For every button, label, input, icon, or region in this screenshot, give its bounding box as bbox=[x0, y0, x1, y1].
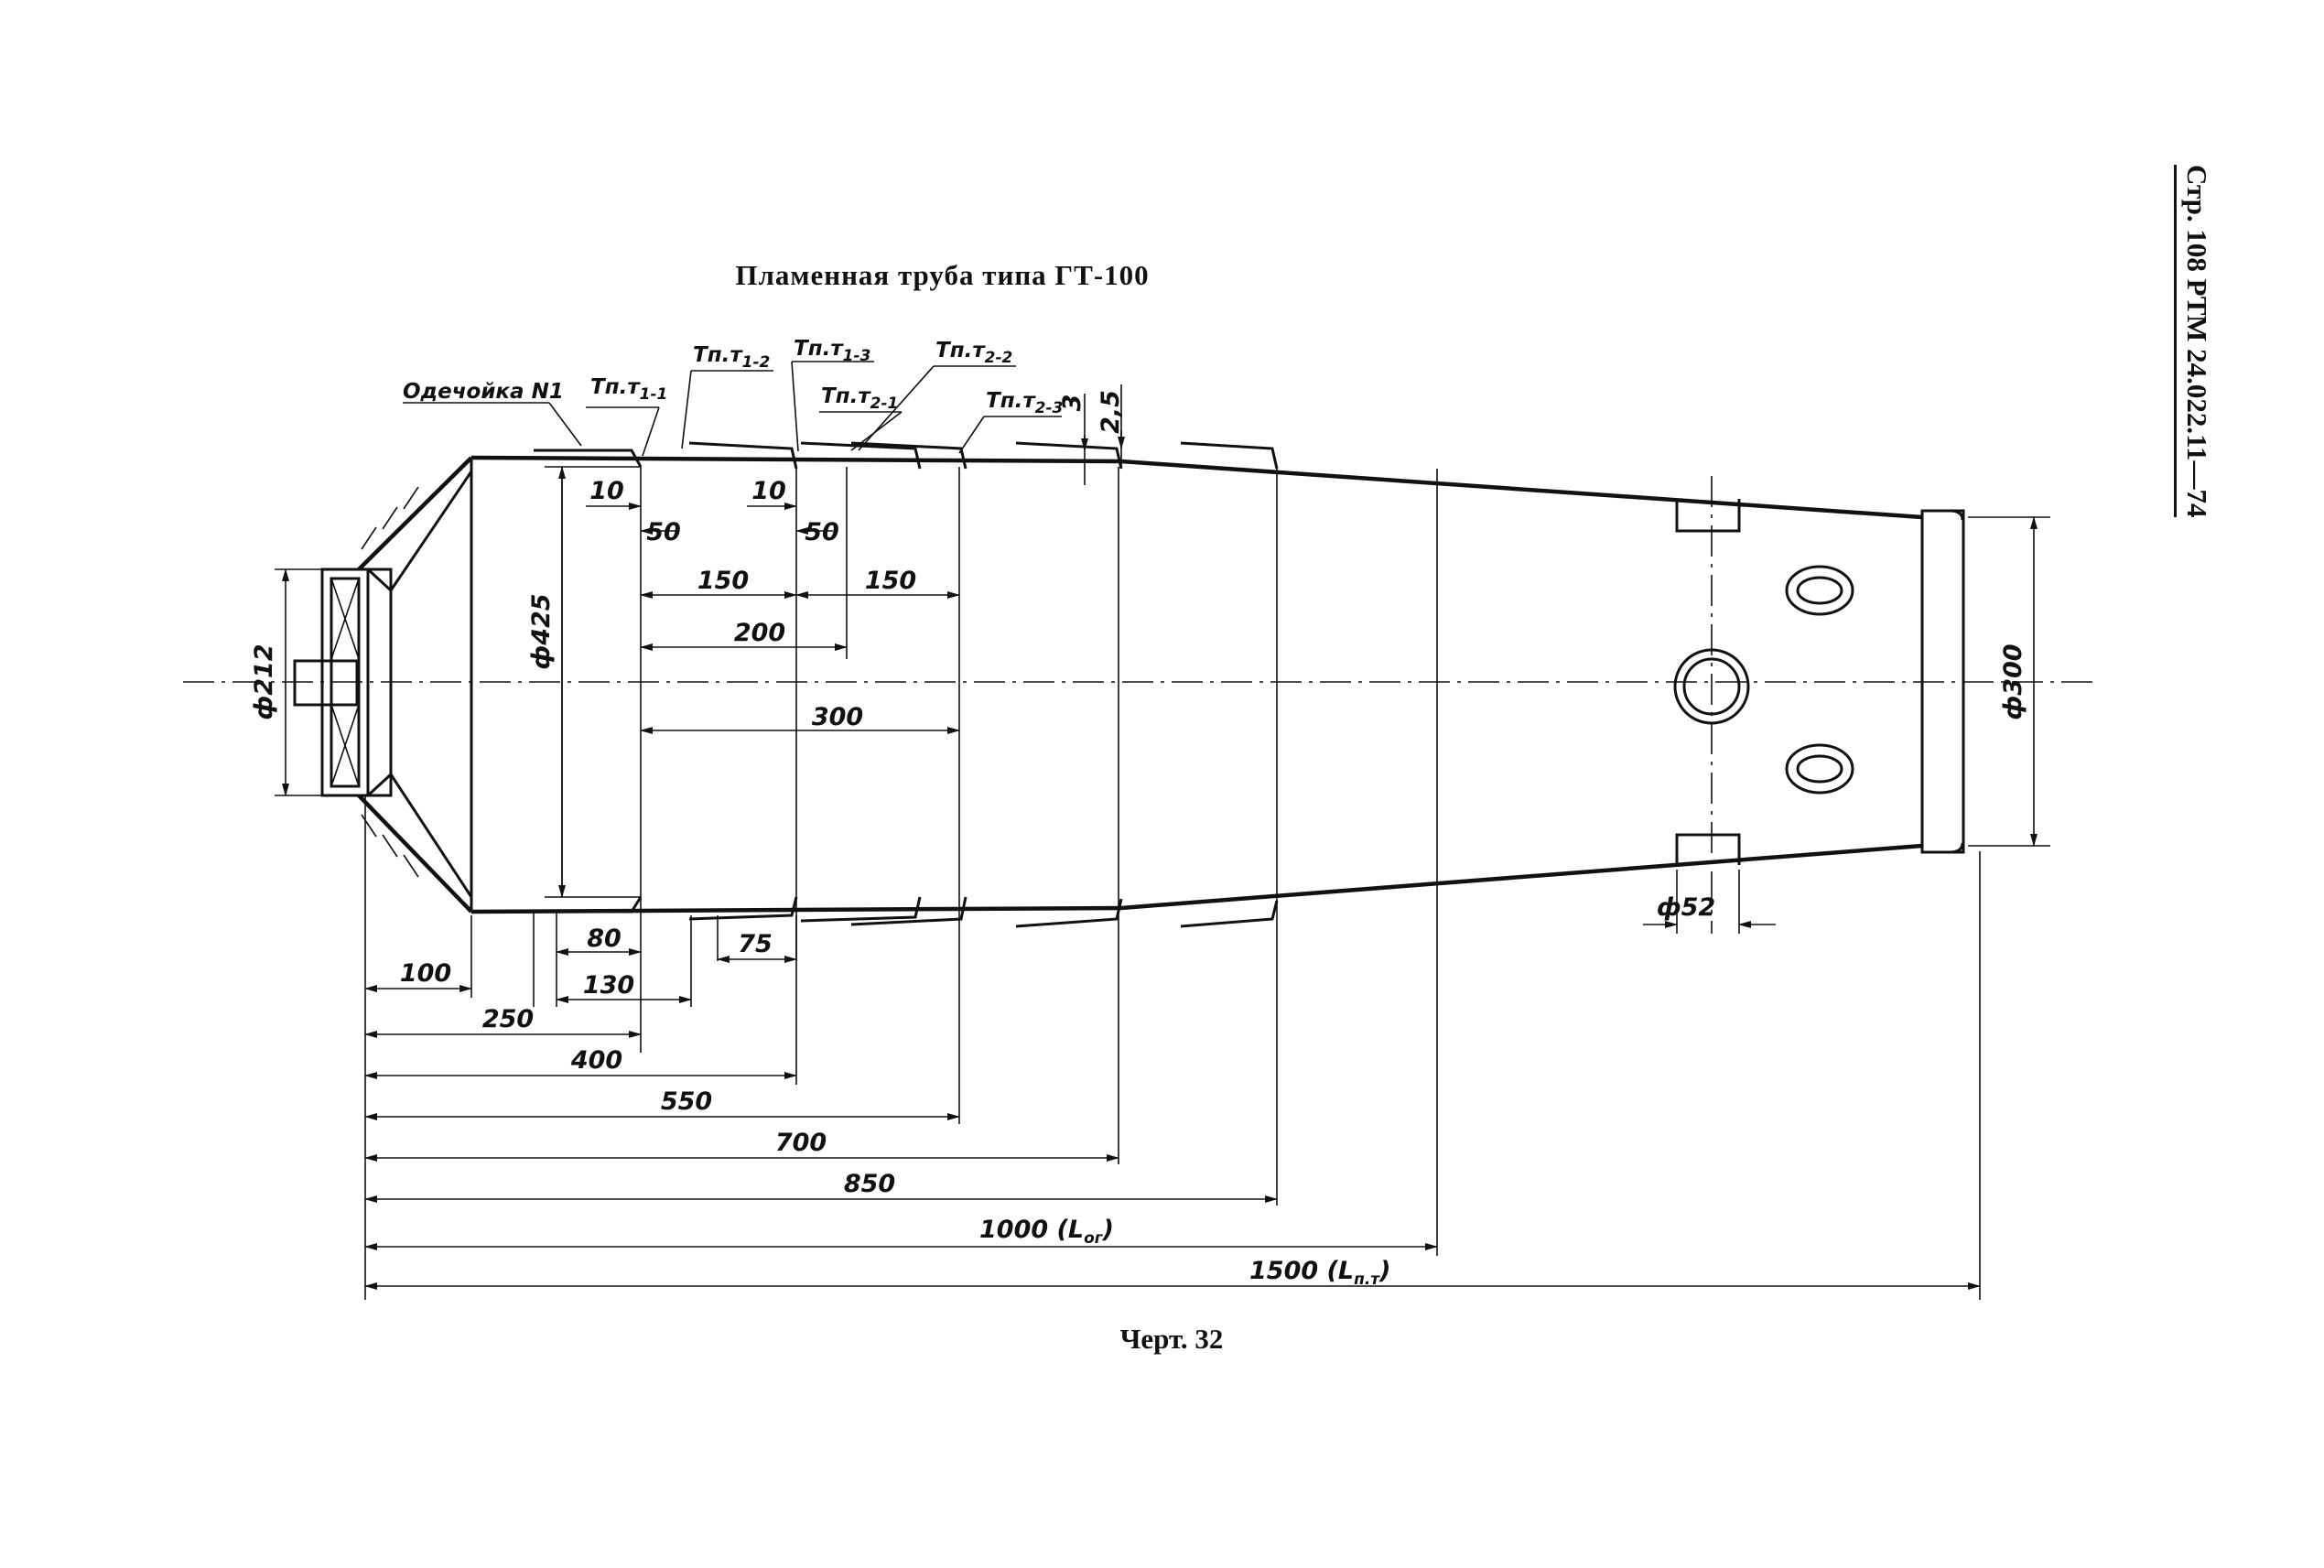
dim-d52: ф52 bbox=[1657, 893, 1715, 922]
dim-1500: 1500 (Lп.т) bbox=[1249, 1257, 1391, 1289]
conical-head bbox=[357, 456, 473, 914]
dim-75: 75 bbox=[738, 930, 773, 958]
station-lines bbox=[364, 467, 1981, 1300]
dim-50b: 50 bbox=[805, 518, 839, 546]
drawing-title: Пламенная труба типа ГТ-100 bbox=[735, 259, 1150, 291]
dim-10b: 10 bbox=[751, 477, 786, 505]
liner-body bbox=[470, 455, 1965, 914]
tp21-label: Тп.т2-1 bbox=[821, 384, 898, 413]
dim-d425: ф425 bbox=[527, 593, 556, 669]
dim-d300: ф300 bbox=[1999, 643, 2027, 719]
drawing-caption: Черт. 32 bbox=[1119, 1323, 1224, 1355]
length-dims bbox=[364, 915, 1981, 1290]
dim-200: 200 bbox=[734, 619, 785, 647]
dim-80: 80 bbox=[587, 925, 622, 953]
tp23-label: Тп.т2-3 bbox=[986, 389, 1063, 417]
dilution-ports bbox=[1673, 476, 1854, 934]
dim-300h: 300 bbox=[812, 703, 863, 731]
dim-250: 250 bbox=[482, 1005, 534, 1033]
cooling-skirts bbox=[534, 441, 1279, 928]
dim-10a: 10 bbox=[589, 477, 624, 505]
dim-50a: 50 bbox=[646, 518, 681, 546]
label-leaders bbox=[403, 361, 1062, 457]
dim-150b: 150 bbox=[865, 567, 916, 595]
dim-2-5: 2,5 bbox=[1097, 390, 1125, 434]
dim-150a: 150 bbox=[697, 567, 749, 595]
shield-label: Одечойка N1 bbox=[403, 380, 564, 404]
dim-100: 100 bbox=[400, 959, 451, 988]
dim-700: 700 bbox=[775, 1129, 827, 1157]
tp12-label: Тп.т1-2 bbox=[693, 343, 770, 372]
dim-550: 550 bbox=[661, 1087, 712, 1116]
tp22-label: Тп.т2-2 bbox=[935, 339, 1012, 367]
bottom-small-dims bbox=[533, 912, 797, 1007]
gap-dims bbox=[1081, 384, 1125, 485]
top-dims bbox=[586, 467, 960, 734]
dim-d212: ф212 bbox=[250, 643, 278, 719]
swirler-head bbox=[293, 568, 393, 797]
dim-400: 400 bbox=[570, 1046, 622, 1075]
dim-3: 3 bbox=[1058, 395, 1086, 412]
tp13-label: Тп.т1-3 bbox=[794, 337, 870, 365]
dim-130: 130 bbox=[583, 971, 634, 1000]
tp11-label: Тп.т1-1 bbox=[590, 375, 667, 404]
diameter-dims bbox=[275, 466, 2050, 934]
dim-850: 850 bbox=[844, 1170, 895, 1198]
dim-1000: 1000 (Lог) bbox=[979, 1216, 1114, 1248]
